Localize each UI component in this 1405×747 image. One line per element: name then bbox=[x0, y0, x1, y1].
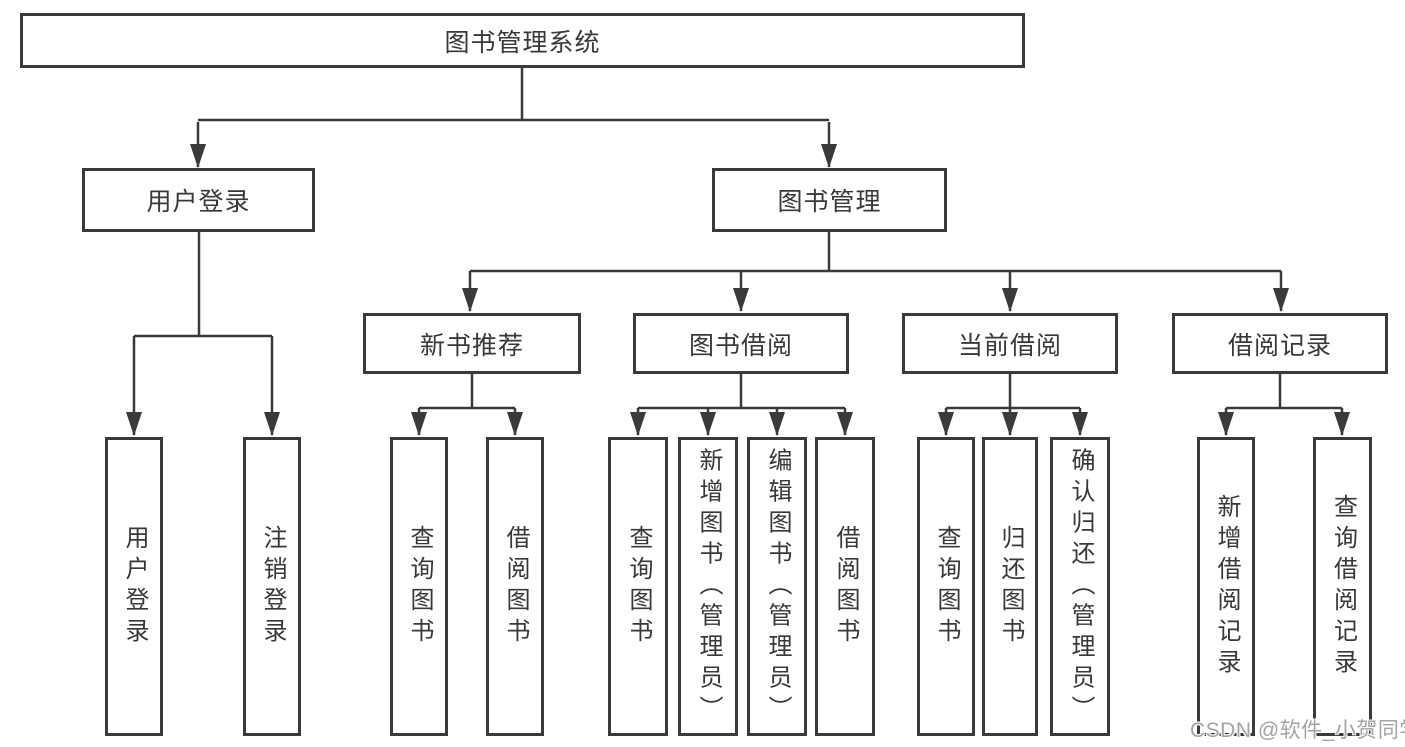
leaf-label: 借阅图书 bbox=[832, 524, 859, 649]
watermark: CSDN @软件_小贺同学 bbox=[1190, 719, 1405, 742]
leaf-label: 查询图书 bbox=[625, 524, 652, 649]
leaf-borrow-books-recommend: 借阅图书 bbox=[486, 437, 544, 736]
node-current-borrowing: 当前借阅 bbox=[902, 313, 1118, 374]
leaf-user-login: 用户登录 bbox=[105, 437, 163, 736]
leaf-add-borrow-record: 新增借阅记录 bbox=[1197, 437, 1255, 736]
leaf-label: 查询借阅记录 bbox=[1329, 493, 1357, 680]
leaf-query-borrow-record: 查询借阅记录 bbox=[1313, 437, 1372, 736]
tree-branch-lines bbox=[134, 68, 1342, 410]
leaf-label: 查询图书 bbox=[406, 524, 433, 649]
leaf-label: 归还图书 bbox=[997, 524, 1024, 649]
leaf-label: 编辑图书（管理员） bbox=[764, 447, 791, 726]
leaf-label: 新增借阅记录 bbox=[1213, 493, 1240, 680]
leaf-borrow-books-borrowing: 借阅图书 bbox=[815, 437, 875, 736]
node-book-borrowing: 图书借阅 bbox=[633, 313, 849, 374]
node-root: 图书管理系统 bbox=[20, 13, 1025, 68]
leaf-edit-book-admin: 编辑图书（管理员） bbox=[747, 437, 807, 736]
node-book-management: 图书管理 bbox=[712, 168, 947, 232]
leaf-query-books-current: 查询图书 bbox=[917, 437, 975, 736]
leaf-query-books-recommend: 查询图书 bbox=[390, 437, 448, 736]
leaf-label: 借阅图书 bbox=[502, 524, 529, 649]
leaf-label: 查询图书 bbox=[933, 524, 960, 649]
leaf-label: 确认归还（管理员） bbox=[1067, 447, 1094, 726]
leaf-logout: 注销登录 bbox=[243, 437, 301, 736]
leaf-confirm-return-admin: 确认归还（管理员） bbox=[1050, 437, 1110, 736]
leaf-add-book-admin: 新增图书（管理员） bbox=[678, 437, 738, 736]
leaf-label: 新增图书（管理员） bbox=[695, 447, 722, 726]
node-new-book-recommendation: 新书推荐 bbox=[363, 313, 581, 374]
node-borrowing-records: 借阅记录 bbox=[1172, 313, 1388, 374]
leaf-label: 注销登录 bbox=[259, 524, 286, 649]
leaf-return-books: 归还图书 bbox=[982, 437, 1038, 736]
arrow-group bbox=[126, 122, 1350, 436]
node-user-login: 用户登录 bbox=[82, 168, 315, 232]
leaf-label: 用户登录 bbox=[121, 524, 148, 649]
leaf-query-books-borrowing: 查询图书 bbox=[608, 437, 668, 736]
